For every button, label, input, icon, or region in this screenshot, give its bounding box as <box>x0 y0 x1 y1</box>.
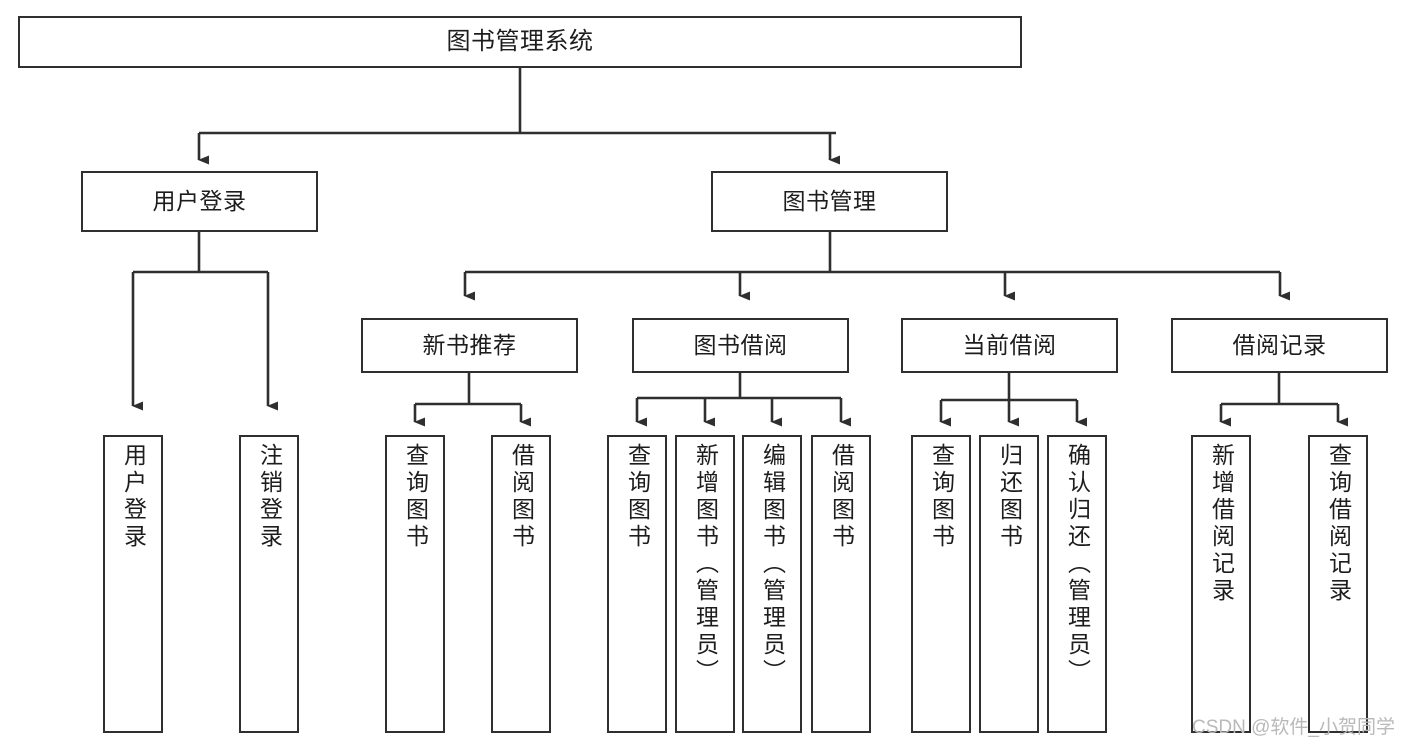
node-current-borrowing[interactable]: 当前借阅 <box>901 318 1118 373</box>
node-label: 新增借阅记录 <box>1208 443 1235 605</box>
leaf-borrow-book-recommend[interactable]: 借阅图书 <box>491 435 551 733</box>
leaf-confirm-return-admin[interactable]: 确认归还（管理员） <box>1047 435 1107 733</box>
node-label: 编辑图书（管理员） <box>759 443 786 686</box>
node-label: 借阅图书 <box>508 443 535 551</box>
node-label: 借阅记录 <box>1232 331 1327 358</box>
leaf-user-login[interactable]: 用户登录 <box>103 435 163 733</box>
node-book-borrowing[interactable]: 图书借阅 <box>632 318 849 373</box>
leaf-borrow-book[interactable]: 借阅图书 <box>811 435 871 733</box>
node-label: 确认归还（管理员） <box>1064 443 1091 686</box>
node-label: 用户登录 <box>152 187 247 214</box>
node-root-book-management-system[interactable]: 图书管理系统 <box>18 16 1022 68</box>
node-label: 新书推荐 <box>422 331 517 358</box>
leaf-add-borrow-record[interactable]: 新增借阅记录 <box>1191 435 1251 733</box>
node-label: 查询图书 <box>402 443 429 551</box>
csdn-watermark: CSDN @软件_小贺同学 <box>1192 717 1395 738</box>
node-borrowing-record[interactable]: 借阅记录 <box>1171 318 1388 373</box>
node-label: 归还图书 <box>996 443 1023 551</box>
node-label: 用户登录 <box>120 443 147 551</box>
leaf-query-book-borrow[interactable]: 查询图书 <box>607 435 667 733</box>
node-label: 查询图书 <box>624 443 651 551</box>
node-label: 借阅图书 <box>828 443 855 551</box>
leaf-logout[interactable]: 注销登录 <box>239 435 299 733</box>
node-label: 图书借阅 <box>693 331 788 358</box>
node-label: 查询借阅记录 <box>1325 443 1352 605</box>
leaf-add-book-admin[interactable]: 新增图书（管理员） <box>675 435 735 733</box>
node-new-book-recommendation[interactable]: 新书推荐 <box>361 318 578 373</box>
node-label: 图书管理系统 <box>446 27 594 55</box>
leaf-query-borrow-record[interactable]: 查询借阅记录 <box>1308 435 1368 733</box>
node-label: 查询图书 <box>928 443 955 551</box>
leaf-return-book[interactable]: 归还图书 <box>979 435 1039 733</box>
leaf-query-book-current[interactable]: 查询图书 <box>911 435 971 733</box>
node-label: 当前借阅 <box>962 331 1057 358</box>
node-book-management[interactable]: 图书管理 <box>711 171 948 232</box>
leaf-edit-book-admin[interactable]: 编辑图书（管理员） <box>742 435 802 733</box>
node-user-login[interactable]: 用户登录 <box>81 171 318 232</box>
node-label: 图书管理 <box>782 187 877 214</box>
leaf-query-book-recommend[interactable]: 查询图书 <box>385 435 445 733</box>
node-label: 注销登录 <box>256 443 283 551</box>
node-label: 新增图书（管理员） <box>692 443 719 686</box>
